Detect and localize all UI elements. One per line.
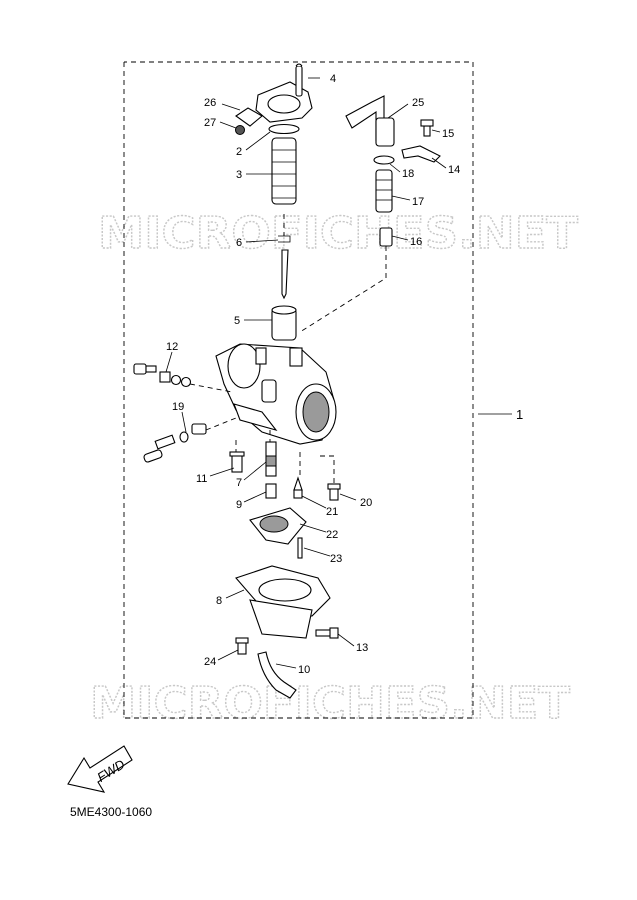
callout-22: 22	[326, 529, 338, 541]
callout-10: 10	[298, 664, 310, 676]
throttle-stop-screw-19	[143, 423, 207, 463]
callout-7: 7	[236, 477, 242, 489]
callout-18: 18	[402, 168, 414, 180]
jet-11	[229, 451, 245, 473]
forward-arrow-icon: FWD	[67, 745, 133, 793]
leader-lines	[165, 77, 512, 669]
float-22	[249, 507, 307, 545]
main-jet-9	[265, 483, 277, 499]
o-ring-18	[373, 155, 395, 165]
screw-20	[327, 483, 341, 501]
watermark-bottom: MICROFICHES.NET	[90, 678, 570, 729]
alignment-lines	[189, 214, 387, 484]
callout-15: 15	[442, 128, 454, 140]
callout-8: 8	[216, 595, 222, 607]
cable-adjuster-26	[235, 107, 263, 127]
callout-12: 12	[166, 341, 178, 353]
callout-23: 23	[330, 553, 342, 565]
assembly-boundary	[123, 61, 474, 719]
callout-24: 24	[204, 656, 216, 668]
plate-14	[401, 145, 441, 163]
callout-26: 26	[204, 97, 216, 109]
callout-21: 21	[326, 506, 338, 518]
callout-27: 27	[204, 117, 216, 129]
callout-4: 4	[330, 73, 336, 85]
screw-15	[420, 119, 434, 137]
starter-cable-elbow-25	[345, 95, 395, 147]
nut-27	[235, 125, 245, 135]
callout-25: 25	[412, 97, 424, 109]
carburetor-top-cap	[255, 63, 313, 123]
spring-3	[271, 137, 297, 205]
callout-9: 9	[236, 499, 242, 511]
needle-jet-7	[265, 441, 277, 477]
callout-14: 14	[448, 164, 460, 176]
watermark-top: MICROFICHES.NET	[98, 208, 578, 259]
diagram-part-code: 5ME4300-1060	[70, 805, 152, 819]
callout-3: 3	[236, 169, 242, 181]
carburetor-body	[215, 343, 337, 445]
screw-13	[315, 627, 339, 639]
callout-11: 11	[196, 473, 207, 485]
spring-17	[375, 169, 393, 213]
jet-needle-6	[281, 249, 289, 300]
callout-13: 13	[356, 642, 368, 654]
callout-20: 20	[360, 497, 372, 509]
callout-6: 6	[236, 237, 242, 249]
drain-hose-10	[257, 651, 297, 699]
pilot-screw-12	[133, 363, 192, 388]
callout-17: 17	[412, 196, 424, 208]
callout-labels: 1 2 3 4 5 6 7 8 9 10 11 12 13 14 15 16 1…	[166, 73, 523, 676]
starter-plunger-16	[379, 227, 393, 247]
o-ring-2	[268, 123, 300, 135]
float-pin-23	[297, 537, 303, 559]
screw-24	[235, 637, 249, 655]
callout-2: 2	[236, 146, 242, 158]
needle-valve-21	[293, 476, 303, 499]
callout-5: 5	[234, 315, 240, 327]
callout-16: 16	[410, 236, 422, 248]
callout-19: 19	[172, 401, 184, 413]
float-chamber-8	[235, 565, 331, 639]
callout-1: 1	[516, 407, 523, 422]
throttle-valve-5	[271, 305, 297, 341]
